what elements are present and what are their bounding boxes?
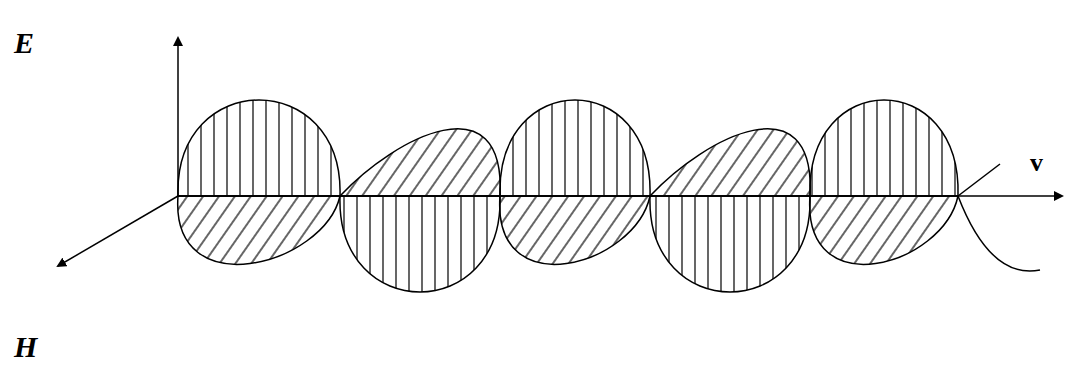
e-field-lobe [650, 196, 810, 292]
h-field-lobe [178, 196, 340, 264]
h-field-lobe [810, 196, 958, 264]
axis-label: E [14, 28, 34, 58]
h-field-lobe [340, 129, 500, 196]
wave-tail [958, 196, 1040, 271]
e-field-lobe [500, 100, 650, 196]
h-field-lobe [500, 196, 650, 264]
e-field-lobe [340, 196, 500, 292]
e-field-lobe [810, 100, 958, 196]
axis-label: H [14, 332, 37, 362]
velocity-label: v [1030, 150, 1043, 176]
wave-tail [958, 164, 1000, 196]
e-axis [177, 38, 179, 196]
h-field-lobe [650, 129, 810, 196]
h-axis [58, 196, 178, 266]
v-axis [178, 195, 1062, 197]
e-field-lobe [178, 100, 340, 196]
